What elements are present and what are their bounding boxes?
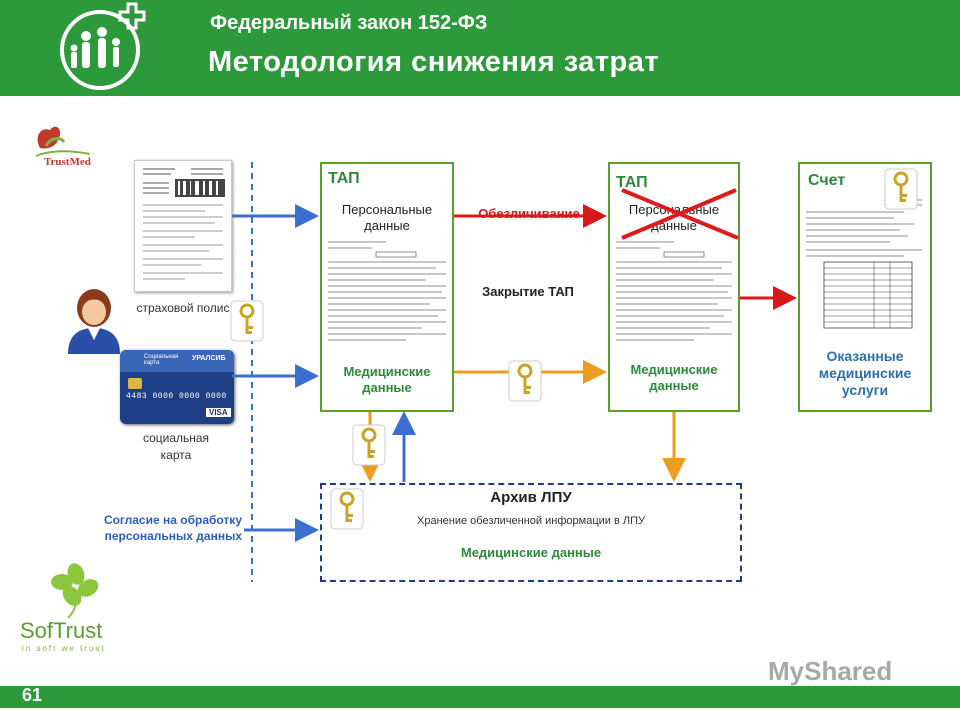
page-title: Методология снижения затрат (208, 46, 660, 78)
softrust-tagline: in soft we trust (22, 644, 106, 653)
invoice-form-image (806, 199, 922, 329)
archive-medical-data: Медицинские данные (460, 545, 602, 560)
person-avatar-icon (62, 284, 126, 354)
card-number: 4483 0000 0000 0000 (126, 392, 227, 401)
watermark-text: MyShared (768, 656, 893, 686)
archive-box: Архив ЛПУ Хранение обезличенной информац… (320, 483, 742, 582)
trustmed-logo: TrustMed (30, 120, 110, 180)
tap2-medical-data: Медицинские данные (630, 362, 718, 393)
tap-form-image (328, 241, 446, 341)
archive-title: Архив ЛПУ (490, 489, 572, 506)
page-number: 61 (22, 685, 43, 705)
softrust-logo: SofTrust in soft we trust (18, 560, 128, 660)
tap-medical-data: Медицинские данные (343, 364, 431, 395)
invoice-title: Счет (808, 172, 846, 189)
archive-description: Хранение обезличенной информации в ЛПУ (417, 515, 645, 527)
policy-caption: страховой полис (136, 301, 230, 315)
key-icon-policy (230, 300, 264, 342)
key-icon-archive (330, 488, 364, 530)
invoice-panel: Счет Оказанные медицинские услуги (798, 162, 932, 412)
tap2-form-image (616, 241, 732, 341)
header-bar: Федеральный закон 152-ФЗ Методология сни… (0, 0, 960, 96)
insurance-policy-image (134, 160, 232, 292)
law-subtitle: Федеральный закон 152-ФЗ (210, 12, 488, 34)
social-card-image: Социальная карта УРАЛСИБ 4483 0000 0000 … (120, 350, 234, 424)
tap-personal-data: Персональные данные (341, 202, 433, 233)
key-icon-archive-down (352, 424, 386, 466)
invoice-services: Оказанные медицинские услуги (818, 348, 912, 398)
family-logo-icon (48, 2, 198, 92)
tap-panel-original: ТАП Персональные данные Медицинские данн… (320, 162, 454, 412)
tap2-title: ТАП (616, 174, 648, 191)
card-network-logo: VISA (206, 408, 231, 417)
trustmed-text: TrustMed (44, 156, 91, 168)
key-icon-close-tap (508, 360, 542, 402)
key-icon-invoice (884, 168, 918, 210)
card-caption: социальная карта (142, 431, 210, 462)
tap-title: ТАП (328, 170, 360, 187)
card-chip-icon (128, 378, 142, 389)
anonymize-label: Обезличивание (478, 206, 580, 221)
footer-bar (0, 686, 960, 708)
consent-label: Согласие на обработку персональных данны… (103, 513, 242, 543)
crossed-out-x-icon (621, 188, 739, 240)
softrust-name: SofTrust (20, 618, 103, 643)
card-brand-text: Социальная карта (144, 354, 179, 366)
close-tap-label: Закрытие ТАП (482, 284, 574, 299)
card-bank-text: УРАЛСИБ (192, 355, 226, 362)
